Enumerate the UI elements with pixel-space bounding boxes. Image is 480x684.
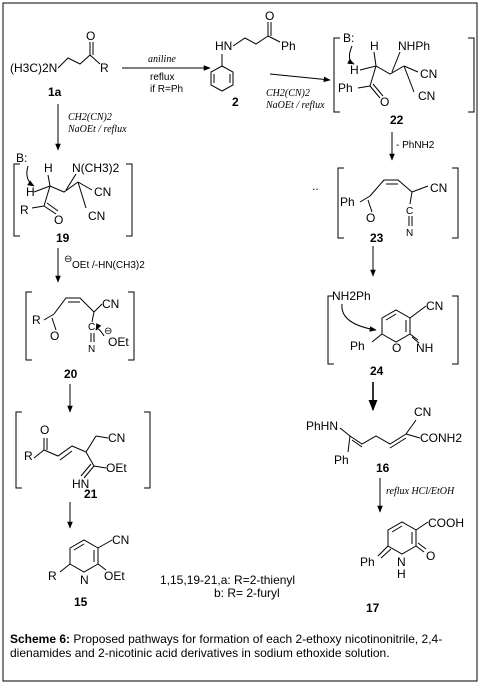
base-label: B: bbox=[343, 31, 354, 45]
compound-17: COOH Ph N H O 17 bbox=[360, 516, 464, 615]
cn-label: CN bbox=[426, 299, 443, 313]
ph-label: Ph bbox=[340, 195, 355, 209]
condition-if-r-ph: if R=Ph bbox=[150, 84, 183, 95]
cn-label: CN bbox=[102, 297, 119, 311]
svg-text:O: O bbox=[40, 423, 49, 437]
svg-text:⊖: ⊖ bbox=[104, 326, 112, 337]
ph-label: Ph bbox=[350, 339, 365, 353]
base-label: B: bbox=[16, 151, 27, 165]
condition-malononitrile-2: CH2(CN)2 bbox=[68, 112, 112, 123]
condition-naoet-1: NaOEt / reflux bbox=[265, 100, 325, 111]
compound-2: HN O Ph 2 bbox=[210, 9, 296, 109]
compound-23: Ph O CN C N 23 bbox=[337, 167, 459, 245]
ph-label: Ph bbox=[334, 453, 349, 467]
cn-label: CN bbox=[108, 431, 125, 445]
compound-label-24: 24 bbox=[370, 364, 384, 378]
h-label: H bbox=[44, 161, 53, 175]
substituent-legend: 1,15,19-21,a: R=2-thienyl b: R= 2-furyl bbox=[160, 573, 295, 600]
cn-label: CN bbox=[414, 405, 431, 419]
legend-line-2: b: R= 2-furyl bbox=[214, 586, 280, 600]
cn2-label: CN bbox=[88, 209, 105, 223]
legend-line-1: 1,15,19-21,a: R=2-thienyl bbox=[160, 573, 295, 587]
conh2-label: CONH2 bbox=[420, 431, 462, 445]
compound-label-2: 2 bbox=[232, 95, 239, 109]
compound-label-17: 17 bbox=[366, 601, 380, 615]
c-label: C bbox=[88, 322, 95, 333]
nh2ph-label: NH2Ph bbox=[332, 289, 371, 303]
compound-24: NH2Ph CN O Ph NH 24 bbox=[327, 289, 459, 378]
condition-reflux-hcl: reflux HCl/EtOH bbox=[386, 486, 455, 497]
compound-label-20: 20 bbox=[64, 367, 78, 381]
o-label: O bbox=[392, 341, 401, 355]
ph-label: Ph bbox=[338, 81, 353, 95]
cn1-label: CN bbox=[94, 185, 111, 199]
o-label: O bbox=[426, 549, 435, 563]
compound-label-16: 16 bbox=[376, 461, 390, 475]
compound-label-15: 15 bbox=[74, 595, 88, 609]
compound-label-1a: 1a bbox=[48, 85, 62, 99]
condition-aniline: aniline bbox=[148, 54, 176, 65]
oet-label: OEt bbox=[104, 569, 125, 583]
cn1-label: CN bbox=[420, 67, 437, 81]
h-label: H bbox=[370, 39, 379, 53]
caption-label: Scheme 6: bbox=[10, 632, 71, 646]
compound-16: PhHN Ph CN CONH2 16 bbox=[306, 405, 462, 475]
n-label: N bbox=[406, 228, 413, 239]
compound-20: R O CN C N ⊖ OEt 20 bbox=[25, 291, 135, 381]
hn-label: HN bbox=[72, 477, 89, 491]
compound-label-19: 19 bbox=[56, 231, 70, 245]
nme2-label: N(CH3)2 bbox=[72, 161, 120, 175]
compound-22: B: H H O Ph NHPh CN CN 22 bbox=[333, 31, 475, 127]
oet-label: OEt bbox=[108, 335, 129, 349]
svg-text:O: O bbox=[366, 211, 375, 225]
ph-label: Ph bbox=[281, 39, 296, 53]
dots: .. bbox=[312, 179, 319, 193]
cn-label: CN bbox=[112, 533, 129, 547]
r-label: R bbox=[48, 569, 57, 583]
r-label: R bbox=[32, 313, 41, 327]
svg-text:O: O bbox=[50, 329, 59, 343]
compound-label-21: 21 bbox=[84, 487, 98, 501]
scheme-caption: Scheme 6: Proposed pathways for formatio… bbox=[10, 632, 472, 660]
n-label: N bbox=[80, 573, 89, 587]
cooh-label: COOH bbox=[428, 516, 464, 530]
condition-minus-phnh2: - PhNH2 bbox=[396, 140, 435, 151]
svg-text:O: O bbox=[54, 213, 63, 227]
condition-oet-minus-amine: OEt /-HN(CH3)2 bbox=[72, 260, 145, 271]
svg-text:H: H bbox=[26, 185, 35, 199]
condition-naoet-2: NaOEt / reflux bbox=[67, 124, 127, 135]
c-label: C bbox=[406, 206, 413, 217]
cn2-label: CN bbox=[418, 89, 435, 103]
compound-21: O R CN HN OEt 21 bbox=[15, 411, 151, 501]
condition-reflux: reflux bbox=[150, 72, 174, 83]
nh-label: HN bbox=[215, 39, 232, 53]
nh-label: NH bbox=[416, 341, 433, 355]
compound-label-22: 22 bbox=[390, 113, 404, 127]
h-label: H bbox=[397, 567, 406, 581]
oet-label: OEt bbox=[106, 461, 127, 475]
nhph-label: NHPh bbox=[398, 39, 430, 53]
compound-1a: (H3C)2N O R 1a bbox=[10, 29, 109, 99]
condition-malononitrile-1: CH2(CN)2 bbox=[266, 88, 310, 99]
phhn-label: PhHN bbox=[306, 419, 338, 433]
compound-label-23: 23 bbox=[370, 231, 384, 245]
r-label: R bbox=[100, 61, 109, 75]
amine-label: (H3C)2N bbox=[10, 61, 57, 75]
r-label: R bbox=[24, 449, 33, 463]
svg-text:⊖: ⊖ bbox=[64, 254, 72, 265]
svg-text:O: O bbox=[86, 29, 95, 43]
n-label: N bbox=[397, 555, 406, 569]
svg-text:O: O bbox=[265, 9, 274, 23]
cn1-label: CN bbox=[430, 181, 447, 195]
r-label: R bbox=[20, 203, 29, 217]
svg-text:H: H bbox=[350, 63, 359, 77]
compound-19: B: H H O R N(CH3)2 CN CN 19 bbox=[13, 151, 133, 245]
svg-text:O: O bbox=[380, 95, 389, 109]
compound-15: CN R N OEt 15 bbox=[48, 533, 129, 609]
ph-label: Ph bbox=[360, 555, 375, 569]
n-label: N bbox=[88, 344, 95, 355]
caption-text: Proposed pathways for formation of each … bbox=[10, 632, 443, 660]
